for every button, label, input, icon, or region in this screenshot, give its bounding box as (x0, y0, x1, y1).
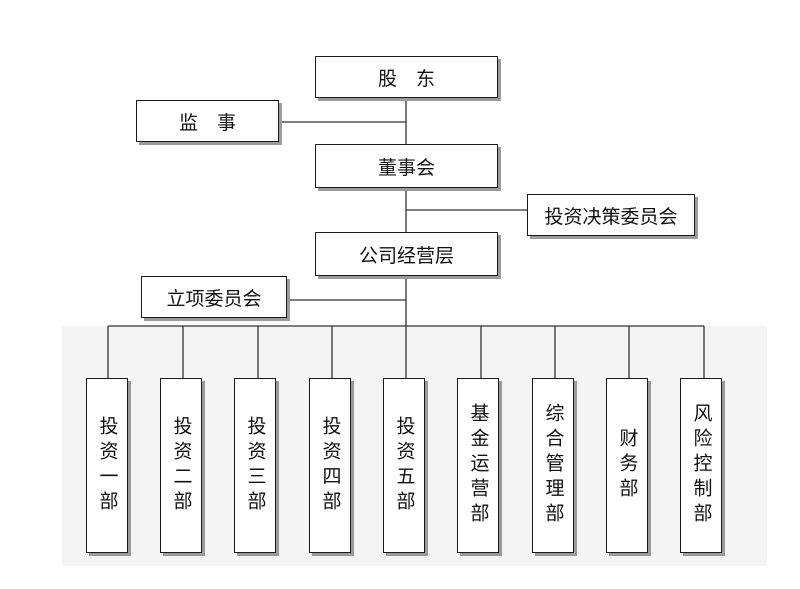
investment-committee-label: 投资决策委员会 (544, 205, 678, 228)
department-box: 投资四部 (309, 378, 351, 553)
department-label: 投资一部 (96, 415, 119, 516)
department-label: 投资三部 (244, 415, 267, 516)
management-label: 公司经营层 (358, 244, 454, 267)
department-box: 基金运营部 (457, 378, 499, 553)
department-label: 投资二部 (170, 415, 193, 516)
department-box: 财务部 (606, 378, 648, 553)
department-label: 基金运营部 (467, 403, 490, 528)
board-label: 董事会 (377, 156, 435, 179)
shareholders-label: 股 东 (377, 67, 435, 90)
department-label: 综合管理部 (542, 403, 565, 528)
department-box: 风险控制部 (680, 378, 722, 553)
shareholders-box: 股 东 (315, 56, 498, 98)
board-box: 董事会 (315, 144, 498, 188)
project-committee-box: 立项委员会 (141, 276, 287, 318)
department-label: 投资五部 (393, 415, 416, 516)
supervisor-box: 监 事 (136, 100, 279, 142)
department-box: 综合管理部 (532, 378, 574, 553)
supervisor-label: 监 事 (178, 111, 236, 134)
department-label: 财务部 (616, 428, 639, 503)
investment-committee-box: 投资决策委员会 (527, 194, 695, 236)
department-box: 投资一部 (86, 378, 128, 553)
department-box: 投资三部 (234, 378, 276, 553)
management-box: 公司经营层 (315, 232, 498, 276)
department-box: 投资二部 (160, 378, 202, 553)
department-label: 投资四部 (319, 415, 342, 516)
project-committee-label: 立项委员会 (166, 287, 262, 310)
department-box: 投资五部 (383, 378, 425, 553)
department-label: 风险控制部 (690, 403, 713, 528)
